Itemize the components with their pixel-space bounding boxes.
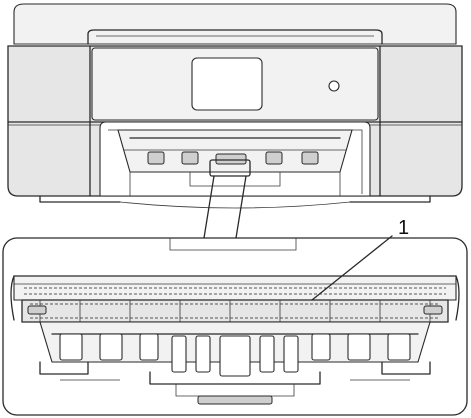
jam-clear-cover (21, 299, 449, 323)
detail-frame (2, 237, 468, 416)
printer-overview (7, 3, 463, 209)
scanner-lid (13, 3, 457, 45)
paper-guide-tabs (59, 333, 411, 377)
touchscreen-display (191, 57, 263, 111)
zoom-connector (203, 159, 251, 239)
callout-1-label: 1 (398, 217, 409, 239)
detail-view (2, 237, 468, 416)
callout-1-leader-line (311, 235, 393, 301)
power-button-icon (328, 80, 340, 92)
callout-1: 1 (311, 217, 409, 301)
